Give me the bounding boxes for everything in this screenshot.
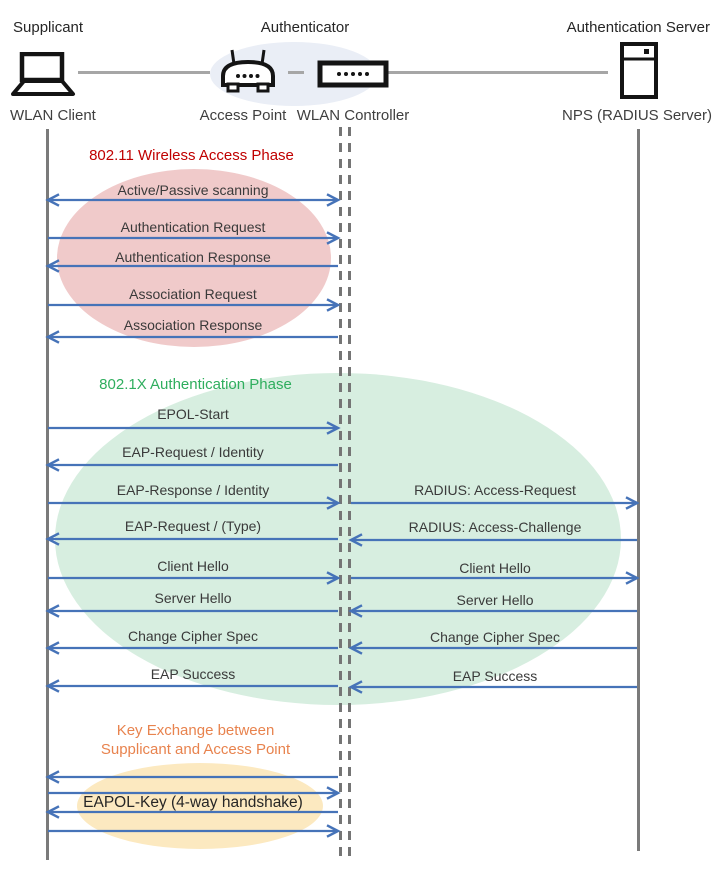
message-label-active-passive-scanning: Active/Passive scanning [117,182,269,198]
connector-line [386,71,608,74]
message-label-change-cipher-spec-right: Change Cipher Spec [430,629,560,645]
message-label-server-hello-right: Server Hello [456,592,534,608]
phase1-title: 802.11 Wireless Access Phase [89,147,294,164]
phase3-title-line2: Supplicant and Access Point [100,741,291,758]
laptop-icon [11,52,75,96]
phase3-title: Key Exchange between Supplicant and Acce… [48,721,343,759]
role-authenticator: Authenticator [260,19,350,36]
device-label-nps: NPS (RADIUS Server) [561,107,713,124]
phase3-title-line1: Key Exchange between [116,722,275,739]
message-label-server-hello-left: Server Hello [154,590,232,606]
message-label-radius-access-challenge: RADIUS: Access-Challenge [408,519,582,535]
lifeline-authentication-server [637,129,640,851]
wireless-router-icon [221,49,275,93]
message-label-eap-request-type: EAP-Request / (Type) [124,518,262,534]
message-label-eapol-key: EAPOL-Key (4-way handshake) [83,794,303,811]
message-label-eap-response-identity: EAP-Response / Identity [116,482,270,498]
message-label-radius-access-request: RADIUS: Access-Request [414,482,576,498]
role-supplicant: Supplicant [13,19,84,36]
message-label-eap-success-right: EAP Success [452,668,538,684]
message-label-client-hello-left: Client Hello [157,558,229,574]
message-label-change-cipher-spec-left: Change Cipher Spec [128,628,258,644]
connector-line [78,71,210,74]
device-label-wlan-controller: WLAN Controller [296,107,410,124]
controller-box-icon [317,60,389,88]
connector-line [288,71,304,74]
message-label-client-hello-right: Client Hello [459,560,531,576]
phase2-ellipse [55,373,621,705]
lifeline-authenticator-dashed-2 [348,127,351,856]
message-label-epol-start: EPOL-Start [157,406,229,422]
phase1-ellipse [57,169,331,347]
lifeline-supplicant [46,129,49,860]
message-label-eap-success-left: EAP Success [150,666,236,682]
message-label-association-response: Association Response [123,317,263,333]
device-label-wlan-client: WLAN Client [10,107,96,124]
server-tower-icon [620,42,658,99]
phase2-title: 802.1X Authentication Phase [99,376,292,393]
message-label-authentication-response: Authentication Response [115,249,271,265]
lifeline-authenticator-dashed-1 [339,127,342,856]
message-label-authentication-request: Authentication Request [120,219,266,235]
message-label-eap-request-identity: EAP-Request / Identity [122,444,264,460]
message-label-association-request: Association Request [129,286,257,302]
device-label-access-point: Access Point [199,107,287,124]
role-authentication-server: Authentication Server [566,19,710,36]
